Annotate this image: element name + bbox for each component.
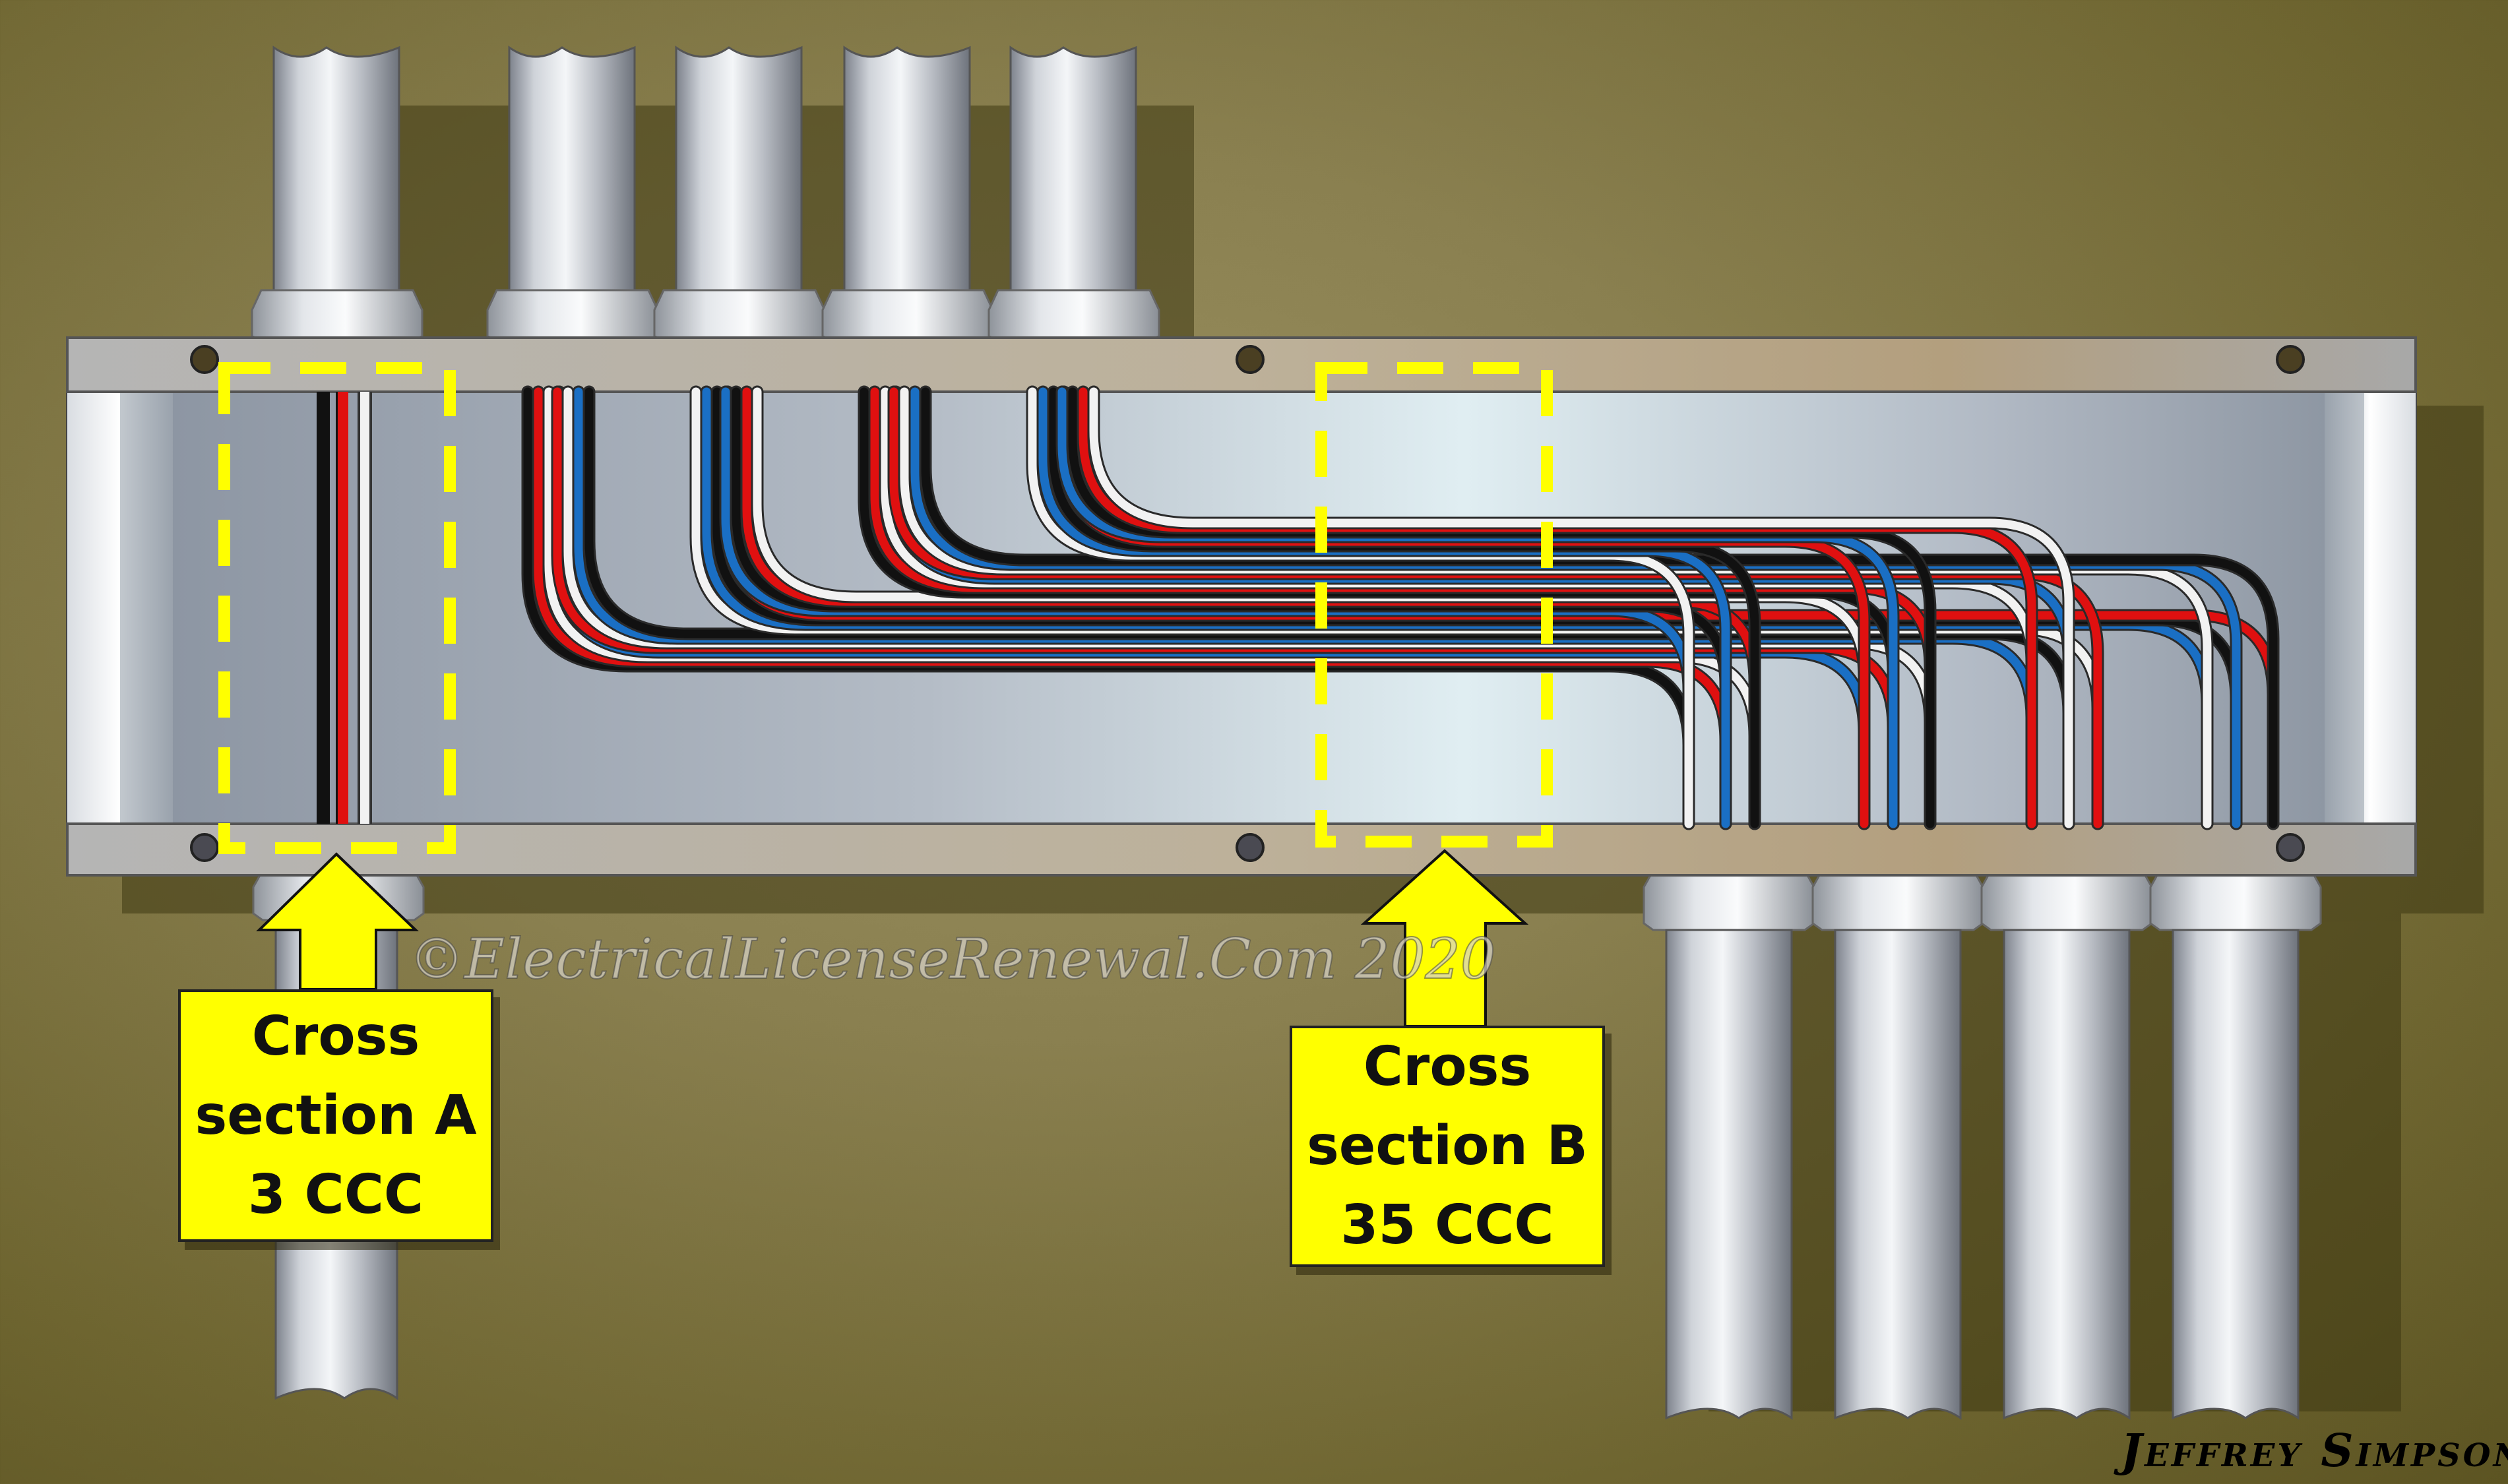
mounting-screw-icon <box>2276 833 2305 862</box>
bottom-conduits <box>1643 869 2322 1420</box>
conduit-icon <box>1980 869 2153 1420</box>
conduit-icon <box>821 46 994 341</box>
wire <box>753 387 1869 828</box>
copyright-watermark: ©ElectricalLicenseRenewal.Com 2020 <box>408 926 1496 992</box>
conduit-icon <box>653 46 826 341</box>
wire <box>584 387 2073 828</box>
wire <box>921 387 2278 828</box>
cross-section-b-box <box>1315 362 1553 848</box>
conduit-icon <box>1643 869 1815 1420</box>
mounting-screw-icon <box>1236 345 1265 374</box>
top-conduits <box>251 46 1160 341</box>
conduit-icon <box>486 46 659 341</box>
wire-bundle <box>521 385 2280 830</box>
cross-section-a-callout: Cross section A 3 CCC <box>178 989 493 1242</box>
section-a-wires <box>317 392 372 824</box>
conduit-icon <box>251 46 423 341</box>
mounting-screw-icon <box>1236 833 1265 862</box>
conduit-icon <box>2149 869 2322 1420</box>
wire <box>1089 387 2073 828</box>
callout-a-line3: 3 CCC <box>247 1163 424 1226</box>
callout-b-line1: Cross <box>1363 1036 1532 1098</box>
callout-b-line3: 35 CCC <box>1340 1194 1554 1256</box>
callout-a-line2: section A <box>195 1084 477 1147</box>
mounting-screw-icon <box>190 833 219 862</box>
mounting-screw-icon <box>190 345 219 374</box>
callout-b-line2: section B <box>1306 1115 1588 1177</box>
cross-section-a-box <box>218 362 456 854</box>
mounting-screw-icon <box>2276 345 2305 374</box>
conduit-icon <box>988 46 1160 341</box>
artist-signature: Jeffrey Simpson <box>2121 1425 2508 1477</box>
cross-section-b-callout: Cross section B 35 CCC <box>1290 1026 1605 1267</box>
conduit-icon <box>1811 869 1984 1420</box>
callout-a-line1: Cross <box>251 1005 420 1068</box>
